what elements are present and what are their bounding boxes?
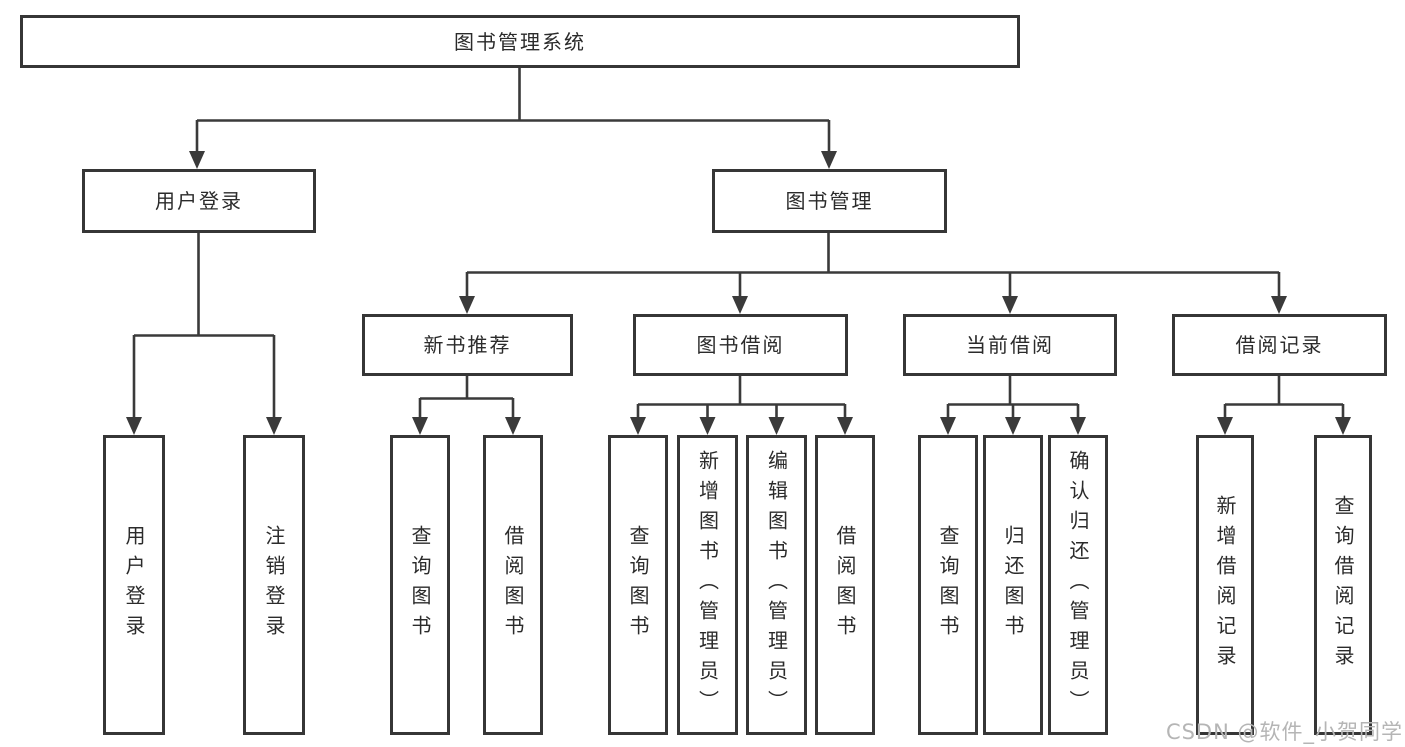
leaf-borrowing-query-books: 查询图书 [608,435,668,735]
node-borrowing-records: 借阅记录 [1172,314,1387,376]
node-current-borrowing: 当前借阅 [903,314,1117,376]
leaf-borrowing-edit-books-admin: 编辑图书（管理员） [746,435,807,735]
node-user-login: 用户登录 [82,169,316,233]
leaf-logout: 注销登录 [243,435,305,735]
leaf-user-login: 用户登录 [103,435,165,735]
leaf-newbook-borrow-books: 借阅图书 [483,435,543,735]
node-root-library-system: 图书管理系统 [20,15,1020,68]
csdn-watermark: CSDN @软件_小贺同学 [1165,720,1403,744]
leaf-current-return-books: 归还图书 [983,435,1043,735]
node-new-book-recommendation: 新书推荐 [362,314,573,376]
node-book-management: 图书管理 [712,169,947,233]
leaf-borrowing-add-books-admin: 新增图书（管理员） [677,435,738,735]
leaf-records-query-record: 查询借阅记录 [1314,435,1372,735]
leaf-newbook-query-books: 查询图书 [390,435,450,735]
leaf-current-confirm-return-admin: 确认归还（管理员） [1048,435,1108,735]
leaf-current-query-books: 查询图书 [918,435,978,735]
leaf-records-add-record: 新增借阅记录 [1196,435,1254,735]
leaf-borrowing-borrow-books: 借阅图书 [815,435,875,735]
node-book-borrowing: 图书借阅 [633,314,848,376]
